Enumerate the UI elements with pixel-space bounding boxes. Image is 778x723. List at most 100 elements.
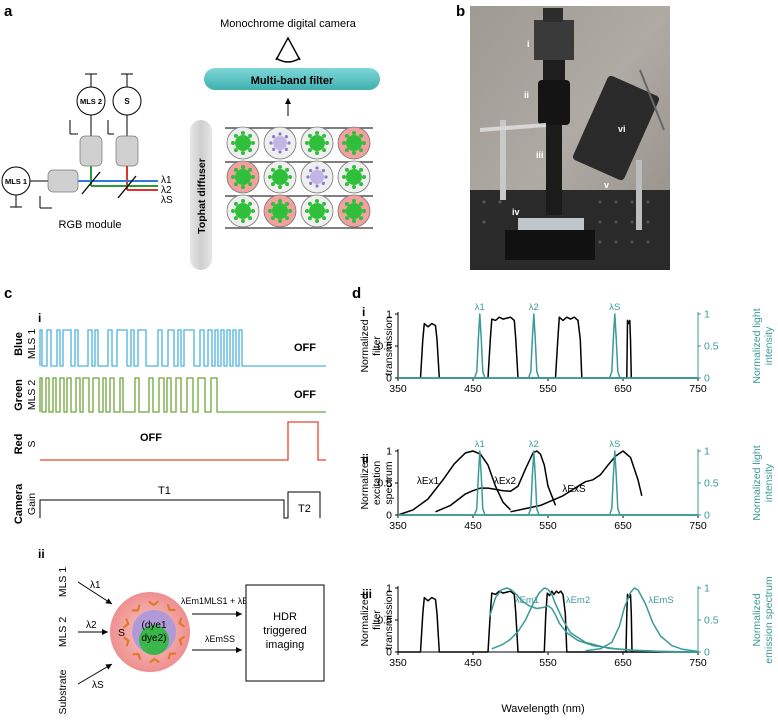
lambdaS-label: λS bbox=[161, 195, 173, 206]
cell-spike bbox=[233, 148, 238, 153]
series-line bbox=[398, 590, 698, 653]
cell-spike bbox=[321, 169, 325, 173]
x-tick-label: 450 bbox=[464, 657, 482, 669]
photo-right-post bbox=[636, 160, 642, 230]
y-tick-label-right: 1 bbox=[704, 446, 710, 458]
cell-spike bbox=[288, 175, 292, 179]
em-bottom-label: λEmSS bbox=[205, 634, 235, 644]
cell-spike bbox=[285, 216, 290, 221]
receptor bbox=[178, 635, 185, 646]
cell-spike bbox=[241, 185, 245, 189]
y-tick-label: 0.5 bbox=[377, 341, 392, 353]
photo-post bbox=[500, 120, 506, 200]
x-tick-label: 350 bbox=[389, 657, 407, 669]
rgb-module: MLS 1 MLS 2 S bbox=[1, 73, 173, 231]
panel-d-i-label: i bbox=[362, 305, 365, 319]
y-tick-label: 1 bbox=[386, 583, 392, 595]
cell-green bbox=[272, 169, 288, 185]
ylabel-ii-left-0: Normalized bbox=[359, 456, 371, 509]
cell-spike bbox=[344, 133, 349, 138]
cell-spike bbox=[359, 133, 364, 138]
ylabel-ii-left-2: spectrum bbox=[383, 461, 395, 504]
cell-spike bbox=[306, 175, 310, 179]
s-label: S bbox=[124, 97, 130, 106]
cell-spike bbox=[241, 219, 245, 223]
camera-lens-icon bbox=[275, 57, 301, 63]
cell-spike bbox=[248, 148, 253, 153]
ylabel-iii-left-1: filter bbox=[371, 610, 383, 630]
annot-ex1: λEx1 bbox=[417, 476, 440, 487]
cell-spike bbox=[344, 216, 349, 221]
cell-spike bbox=[362, 141, 366, 145]
x-tick-label: 750 bbox=[689, 657, 707, 669]
y-tick-label-right: 0 bbox=[704, 510, 710, 522]
ylabel-iii-left-2: transmission bbox=[383, 590, 395, 649]
t2-label: T2 bbox=[298, 503, 311, 515]
panel-d-ii-label: ii bbox=[362, 452, 369, 466]
photo-label-i: i bbox=[527, 39, 530, 49]
arrow-lambdaS bbox=[77, 663, 113, 685]
green-mls2-pulse-trace bbox=[39, 377, 326, 413]
x-tick-label: 450 bbox=[464, 383, 482, 395]
y-tick-label: 0 bbox=[386, 510, 392, 522]
cell-spike bbox=[325, 141, 329, 145]
cell-spike bbox=[342, 175, 346, 179]
series-line bbox=[398, 450, 698, 516]
cii-substrate-label: Substrate bbox=[57, 669, 69, 714]
table-holes bbox=[482, 200, 650, 244]
photo-label-ii: ii bbox=[524, 90, 529, 100]
cii-s-label: S bbox=[118, 627, 125, 639]
series-line bbox=[398, 316, 698, 379]
em-top-label: λEm1MLS1 + λEm2MLS2 bbox=[181, 596, 284, 606]
annot-exS: λExS bbox=[562, 484, 586, 495]
panel-c-i-label: i bbox=[38, 311, 41, 325]
cell-spike bbox=[248, 167, 253, 172]
cell-spike bbox=[315, 166, 319, 170]
panel-c-i: i Blue MLS 1 Green MLS 2 Red S Camera Ga… bbox=[13, 311, 326, 524]
cell-spike bbox=[278, 199, 282, 203]
cell-spike bbox=[278, 185, 282, 189]
dichroic-mirror-1 bbox=[81, 171, 101, 195]
cell-spike bbox=[241, 151, 245, 155]
cell-receptors bbox=[123, 600, 185, 664]
panel-a: Monochrome digital camera Multi-band fil… bbox=[1, 18, 380, 270]
cell-spike bbox=[241, 165, 245, 169]
cell-spike bbox=[251, 175, 255, 179]
hdr-imaging-box bbox=[245, 584, 325, 682]
lambda1-label: λ1 bbox=[161, 175, 172, 186]
dichroic-mirror-2 bbox=[117, 175, 137, 199]
cell-purple bbox=[310, 170, 324, 184]
cell-green bbox=[346, 169, 362, 185]
diffuser-label: Tophat diffuser bbox=[196, 158, 208, 234]
y-tick-label-right: 1 bbox=[704, 309, 710, 321]
cell-spike bbox=[248, 182, 253, 187]
cell-green bbox=[272, 203, 288, 219]
cell-spike bbox=[269, 141, 273, 145]
green-sub-label: MLS 2 bbox=[26, 380, 38, 411]
y-tick-label: 1 bbox=[386, 446, 392, 458]
rgb-module-label: RGB module bbox=[59, 219, 122, 231]
ylabel-i-right-0: Normalized light bbox=[751, 308, 763, 383]
ylabel-iii-right-1: emission spectrum bbox=[763, 576, 775, 664]
series-line bbox=[491, 587, 699, 653]
cell-spike bbox=[284, 147, 288, 151]
y-tick-label: 0.5 bbox=[377, 615, 392, 627]
cell-spike bbox=[359, 182, 364, 187]
panel-c-ii: ii MLS 1 MLS 2 Substrate λ1 λ2 λS S (dye… bbox=[38, 547, 325, 714]
cell-spike bbox=[322, 216, 327, 221]
cell-spike bbox=[305, 141, 309, 145]
cell-spike bbox=[342, 141, 346, 145]
cell-spike bbox=[344, 201, 349, 206]
cell-spike bbox=[315, 219, 319, 223]
cell-spike bbox=[270, 182, 275, 187]
photo-light-source bbox=[572, 75, 660, 181]
green-group-label: Green bbox=[13, 379, 25, 411]
panel-label-b: b bbox=[456, 3, 465, 20]
camera-gain-trace bbox=[39, 491, 321, 519]
y-tick-label: 0.5 bbox=[377, 478, 392, 490]
x-tick-label: 650 bbox=[614, 657, 632, 669]
